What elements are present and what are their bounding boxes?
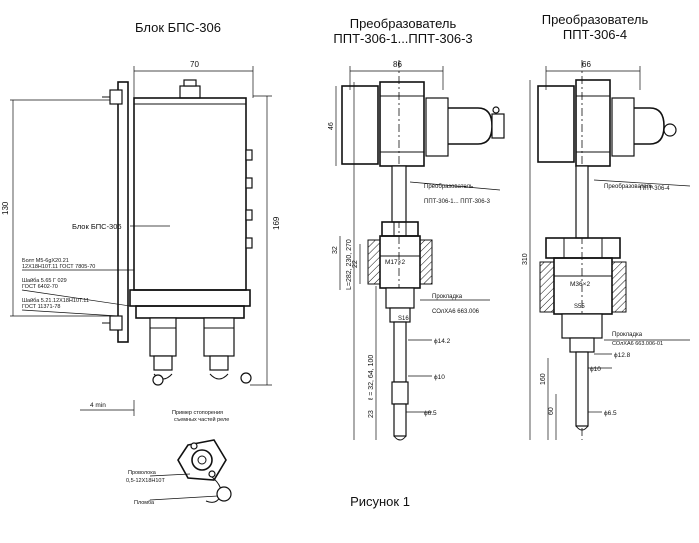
conv1-label-line1: Преобразователь	[424, 184, 473, 190]
title-converter-1-line1: Преобразователь	[349, 16, 457, 31]
conv2-diam-10: ϕ10	[590, 366, 601, 373]
example-line2: съемных частей реле	[174, 416, 229, 423]
conv1-label-line2: ППТ-306-1... ППТ-306-3	[424, 199, 491, 205]
block-dim-min: 4 min	[90, 402, 106, 409]
conv2-label-line2: ППТ-306-4	[640, 186, 670, 192]
conv1-diam-65: ϕ6.5	[424, 410, 437, 417]
wire-line2: 0,5-12Х18Н10Т	[126, 478, 165, 484]
bolt-line2: 12Х18Н10Т.11 ГОСТ 7805-70	[22, 264, 95, 270]
locking-detail	[149, 439, 232, 503]
block-dim-130: 130	[1, 201, 10, 215]
title-converter-2: Преобразователь ППТ-306-4	[525, 12, 665, 42]
conv1-diam-10: ϕ10	[434, 374, 445, 381]
conv2-thread: М36×2	[570, 281, 590, 288]
figure-caption-text: Рисунок 1	[350, 494, 410, 509]
conv2-diam-65: ϕ6.5	[604, 410, 617, 417]
seal-label: Пломба	[134, 500, 155, 506]
conv2-dim-60: 60	[548, 407, 555, 415]
block-dim-width: 70	[190, 60, 199, 69]
bolt-line1: Болт М5-6gX20.21	[22, 258, 69, 264]
block-dim-169: 169	[272, 216, 281, 230]
conv2-gasket-line2: СОлХА6 663.006-01	[612, 341, 663, 347]
converter-1-drawing	[335, 60, 505, 441]
conv1-dim-l: ℓ = 32, 64, 100	[368, 355, 375, 401]
conv2-diam-13: ϕ12.8	[614, 352, 631, 359]
conv1-dim-top: 46	[328, 122, 335, 130]
conv1-dim-width: 86	[393, 60, 402, 69]
conv2-dim-s: S55	[574, 304, 585, 310]
conv1-thread: М17×2	[385, 259, 405, 266]
title-converter-2-line2: ППТ-306-4	[562, 27, 628, 42]
washer2-line2: ГОСТ 11371-78	[22, 304, 60, 310]
title-block-text: Блок БПС-306	[135, 20, 221, 35]
conv2-dim-310: 310	[522, 253, 529, 265]
block-label: Блок БПС-306	[72, 222, 122, 231]
conv2-label-line1: Преобразователь	[604, 184, 653, 190]
figure-caption: Рисунок 1	[330, 494, 430, 509]
conv1-dim-length: L=282, 230, 270	[346, 239, 353, 290]
conv2-dim-160: 160	[540, 373, 547, 385]
title-converter-2-line1: Преобразователь	[541, 12, 649, 27]
title-converter-1-line2: ППТ-306-1...ППТ-306-3	[333, 31, 473, 46]
example-line1: Пример стопорения	[172, 410, 223, 416]
title-converter-1: Преобразователь ППТ-306-1...ППТ-306-3	[318, 16, 488, 46]
conv2-gasket-line1: Прокладка	[612, 332, 643, 338]
block-bps306-drawing	[10, 66, 272, 503]
conv1-gasket-line2: СОлХА6 663.006	[432, 309, 480, 315]
conv1-dim-22: 22	[352, 260, 359, 268]
title-block: Блок БПС-306	[118, 20, 238, 35]
conv1-dim-s: S16	[398, 316, 409, 322]
washer2-line1: Шайба 5.21.12Х18Н10Т.11	[22, 297, 89, 304]
wire-line1: Проволока	[128, 470, 157, 476]
washer1-line1: Шайба 5.65 Г 029	[22, 277, 67, 284]
conv1-dim-23: 23	[368, 410, 375, 418]
conv1-gasket-line1: Прокладка	[432, 294, 463, 300]
washer1-line2: ГОСТ 6402-70	[22, 284, 58, 290]
converter-2-drawing	[529, 60, 691, 440]
conv1-diam-14: ϕ14.2	[434, 338, 451, 345]
conv2-dim-width: 66	[582, 60, 591, 69]
conv1-dim-32: 32	[332, 246, 339, 254]
